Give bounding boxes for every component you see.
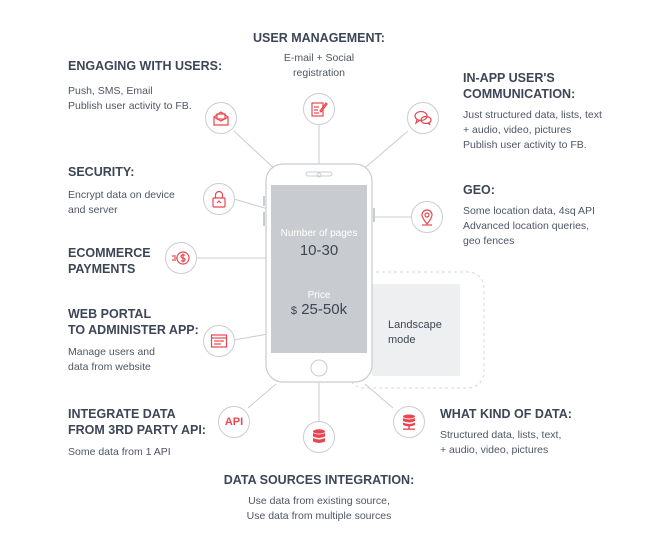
desc-line: Use data from multiple sources (246, 510, 392, 522)
desc-line: Encrypt data on device (68, 189, 175, 201)
title-line: USER MANAGEMENT: (253, 31, 385, 45)
ecommerce-title: ECOMMERCE PAYMENTS (68, 245, 151, 277)
data-sources-desc: Use data from existing source, Use data … (195, 494, 443, 524)
title-line: TO ADMINISTER APP: (68, 323, 199, 337)
user-management-title: USER MANAGEMENT: (230, 30, 408, 46)
title-line: DATA SOURCES INTEGRATION: (223, 473, 415, 487)
in-app-communication-title: IN-APP USER'S COMMUNICATION: (463, 70, 575, 102)
price-value: $ 25-50k (271, 301, 367, 318)
price-currency: $ (290, 305, 298, 317)
data-sources-title: DATA SOURCES INTEGRATION: (195, 472, 443, 488)
title-line: GEO: (463, 183, 495, 197)
padlock-icon (203, 183, 235, 215)
title-line: SECURITY: (68, 165, 135, 179)
phone-camera (316, 172, 322, 178)
landscape-line: Landscape (388, 319, 442, 331)
pages-value: 10-30 (299, 242, 339, 259)
desc-line: data from website (68, 361, 151, 373)
database-icon (303, 421, 335, 453)
title-line: IN-APP USER'S (463, 71, 555, 85)
desc-line: Use data from existing source, (248, 495, 390, 507)
web-portal-title: WEB PORTAL TO ADMINISTER APP: (68, 306, 199, 338)
title-line: WEB PORTAL (68, 307, 152, 321)
price-label: Price (307, 290, 331, 301)
geo-title: GEO: (463, 182, 495, 198)
desc-line: E-mail + Social (283, 52, 355, 64)
envelope-icon (205, 102, 237, 134)
desc-line: Publish user activity to FB. (68, 100, 192, 112)
desc-line: Just structured data, lists, text (463, 109, 602, 121)
what-data-desc: Structured data, lists, text, + audio, v… (440, 428, 561, 458)
user-management-desc: E-mail + Social registration (230, 51, 408, 81)
geo-desc: Some location data, 4sq API Advanced loc… (463, 204, 595, 249)
connector-web-portal (233, 333, 269, 341)
landscape-label: Landscape mode (388, 318, 442, 348)
desc-line: Push, SMS, Email (68, 85, 153, 97)
desc-line: Manage users and (68, 346, 155, 358)
phone-home-button (310, 359, 328, 377)
dollar-coin-icon (165, 242, 197, 274)
security-desc: Encrypt data on device and server (68, 188, 175, 218)
pages-label: Number of pages (280, 228, 358, 239)
phone-speaker (305, 171, 333, 177)
edit-document-icon (303, 93, 335, 125)
desc-line: Structured data, lists, text, (440, 429, 562, 441)
landscape-line: mode (388, 334, 416, 346)
connector-security (233, 198, 269, 210)
title-line: FROM 3RD PARTY API: (68, 423, 206, 437)
title-line: ECOMMERCE (68, 246, 151, 260)
connector-engaging (233, 130, 279, 173)
phone-screen (271, 185, 367, 353)
desc-line: Advanced location queries, (463, 220, 590, 232)
security-title: SECURITY: (68, 164, 134, 180)
title-line: ENGAGING WITH USERS: (68, 59, 223, 73)
location-pin-icon (411, 201, 443, 233)
title-line: PAYMENTS (68, 262, 136, 276)
price-amount: 25-50k (301, 301, 348, 318)
web-portal-desc: Manage users and data from website (68, 345, 155, 375)
api-icon: API (218, 406, 250, 438)
desc-line: geo fences (463, 235, 515, 247)
desc-line: + audio, video, pictures (440, 444, 549, 456)
desc-line: Publish user activity to FB. (463, 139, 587, 151)
connector-integrate (247, 383, 277, 409)
browser-window-icon (203, 325, 235, 357)
landscape-phone-screen (372, 284, 460, 376)
portrait-phone (263, 163, 375, 383)
desc-line: Some data from 1 API (68, 446, 171, 458)
integrate-title: INTEGRATE DATA FROM 3RD PARTY API: (68, 406, 206, 438)
database-server-icon (393, 406, 425, 438)
desc-line: + audio, video, pictures (463, 124, 572, 136)
desc-line: registration (293, 67, 345, 79)
integrate-desc: Some data from 1 API (68, 445, 171, 460)
engaging-desc: Push, SMS, Email Publish user activity t… (68, 84, 192, 114)
api-icon-text: API (224, 416, 244, 428)
title-line: INTEGRATE DATA (68, 407, 176, 421)
engaging-title: ENGAGING WITH USERS: (68, 58, 222, 74)
desc-line: and server (68, 204, 118, 216)
desc-line: Some location data, 4sq API (463, 205, 595, 217)
connector-in-app-communication (359, 130, 409, 173)
what-data-title: WHAT KIND OF DATA: (440, 406, 572, 422)
in-app-communication-desc: Just structured data, lists, text + audi… (463, 108, 602, 153)
title-line: COMMUNICATION: (463, 87, 576, 101)
chat-bubbles-icon (407, 102, 439, 134)
title-line: WHAT KIND OF DATA: (440, 407, 572, 421)
